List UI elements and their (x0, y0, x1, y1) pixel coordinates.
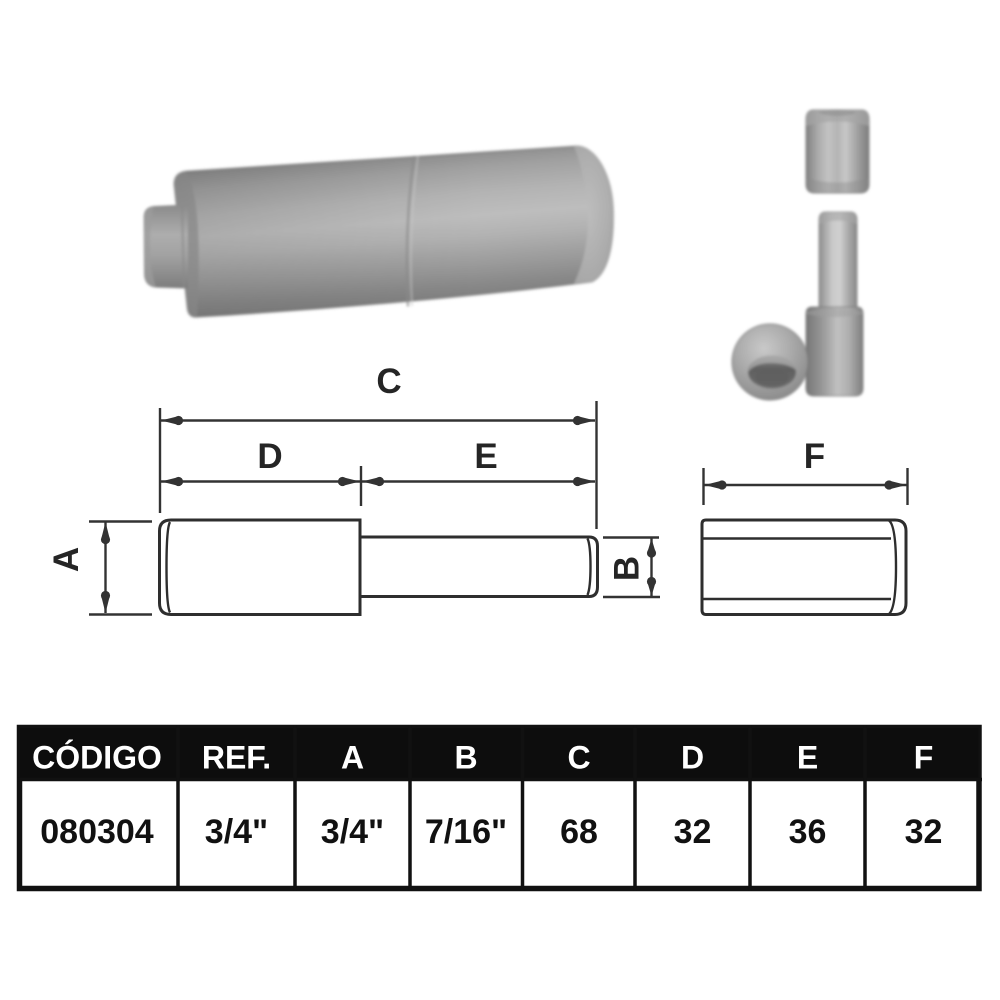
svg-text:A: A (47, 547, 86, 572)
svg-text:36: 36 (789, 813, 827, 851)
svg-text:CÓDIGO: CÓDIGO (32, 740, 162, 776)
svg-text:32: 32 (905, 813, 943, 851)
svg-text:B: B (608, 556, 647, 581)
svg-text:3/4": 3/4" (321, 813, 384, 851)
svg-text:F: F (914, 740, 934, 776)
svg-text:B: B (454, 740, 477, 776)
svg-text:A: A (341, 740, 364, 776)
svg-text:7/16": 7/16" (425, 813, 507, 851)
svg-text:080304: 080304 (40, 813, 154, 851)
svg-text:68: 68 (560, 813, 598, 851)
svg-text:C: C (567, 740, 590, 776)
svg-text:D: D (681, 740, 704, 776)
svg-text:C: C (376, 362, 401, 401)
svg-text:D: D (257, 437, 282, 476)
svg-text:F: F (804, 437, 825, 476)
svg-text:32: 32 (674, 813, 712, 851)
svg-text:REF.: REF. (202, 740, 271, 776)
svg-text:E: E (474, 437, 497, 476)
svg-text:3/4": 3/4" (205, 813, 268, 851)
svg-text:E: E (797, 740, 818, 776)
